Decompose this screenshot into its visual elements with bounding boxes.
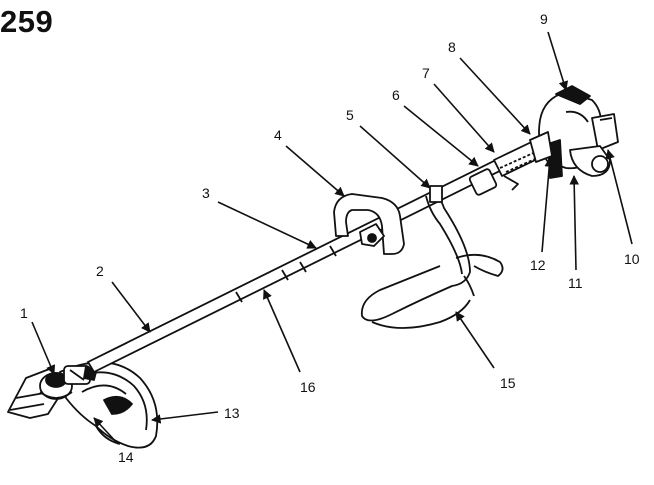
- leader-8: [459, 57, 531, 135]
- figure-number: 259: [0, 4, 54, 39]
- leader-6: [403, 105, 479, 167]
- loop-handle: [333, 193, 405, 255]
- leader-5: [359, 125, 431, 189]
- callout-6: 6: [392, 87, 400, 103]
- cutting-head-assembly: [7, 361, 159, 449]
- callout-7: 7: [422, 65, 430, 81]
- callout-labels: 1 2 3 4 5 6 7 8 9 10 11 12 13 14 15 16: [20, 11, 640, 465]
- callout-4: 4: [274, 127, 282, 143]
- leader-1: [31, 321, 56, 375]
- leader-4: [285, 145, 345, 197]
- leader-14: [93, 417, 119, 445]
- callout-12: 12: [530, 257, 546, 273]
- leader-12: [541, 157, 555, 253]
- drive-shaft: [86, 146, 528, 374]
- leader-9: [547, 31, 569, 91]
- callout-10: 10: [624, 251, 640, 267]
- callout-5: 5: [346, 107, 354, 123]
- callout-8: 8: [448, 39, 456, 55]
- leader-13: [151, 411, 219, 424]
- leader-2: [111, 281, 151, 333]
- callout-2: 2: [96, 263, 104, 279]
- callout-9: 9: [540, 11, 548, 27]
- callout-1: 1: [20, 305, 28, 321]
- engine-unit: [529, 85, 619, 179]
- leader-11: [569, 175, 579, 271]
- leader-3: [217, 201, 317, 249]
- callout-11: 11: [568, 275, 583, 291]
- callout-3: 3: [202, 185, 210, 201]
- shoulder-harness: [360, 185, 504, 329]
- leader-10: [605, 149, 633, 245]
- leader-7: [433, 83, 495, 153]
- leader-15: [455, 311, 495, 369]
- callout-13: 13: [224, 405, 240, 421]
- callout-14: 14: [118, 449, 134, 465]
- leader-16: [263, 289, 301, 373]
- callout-leaders: [31, 31, 633, 445]
- callout-15: 15: [500, 375, 516, 391]
- callout-16: 16: [300, 379, 316, 395]
